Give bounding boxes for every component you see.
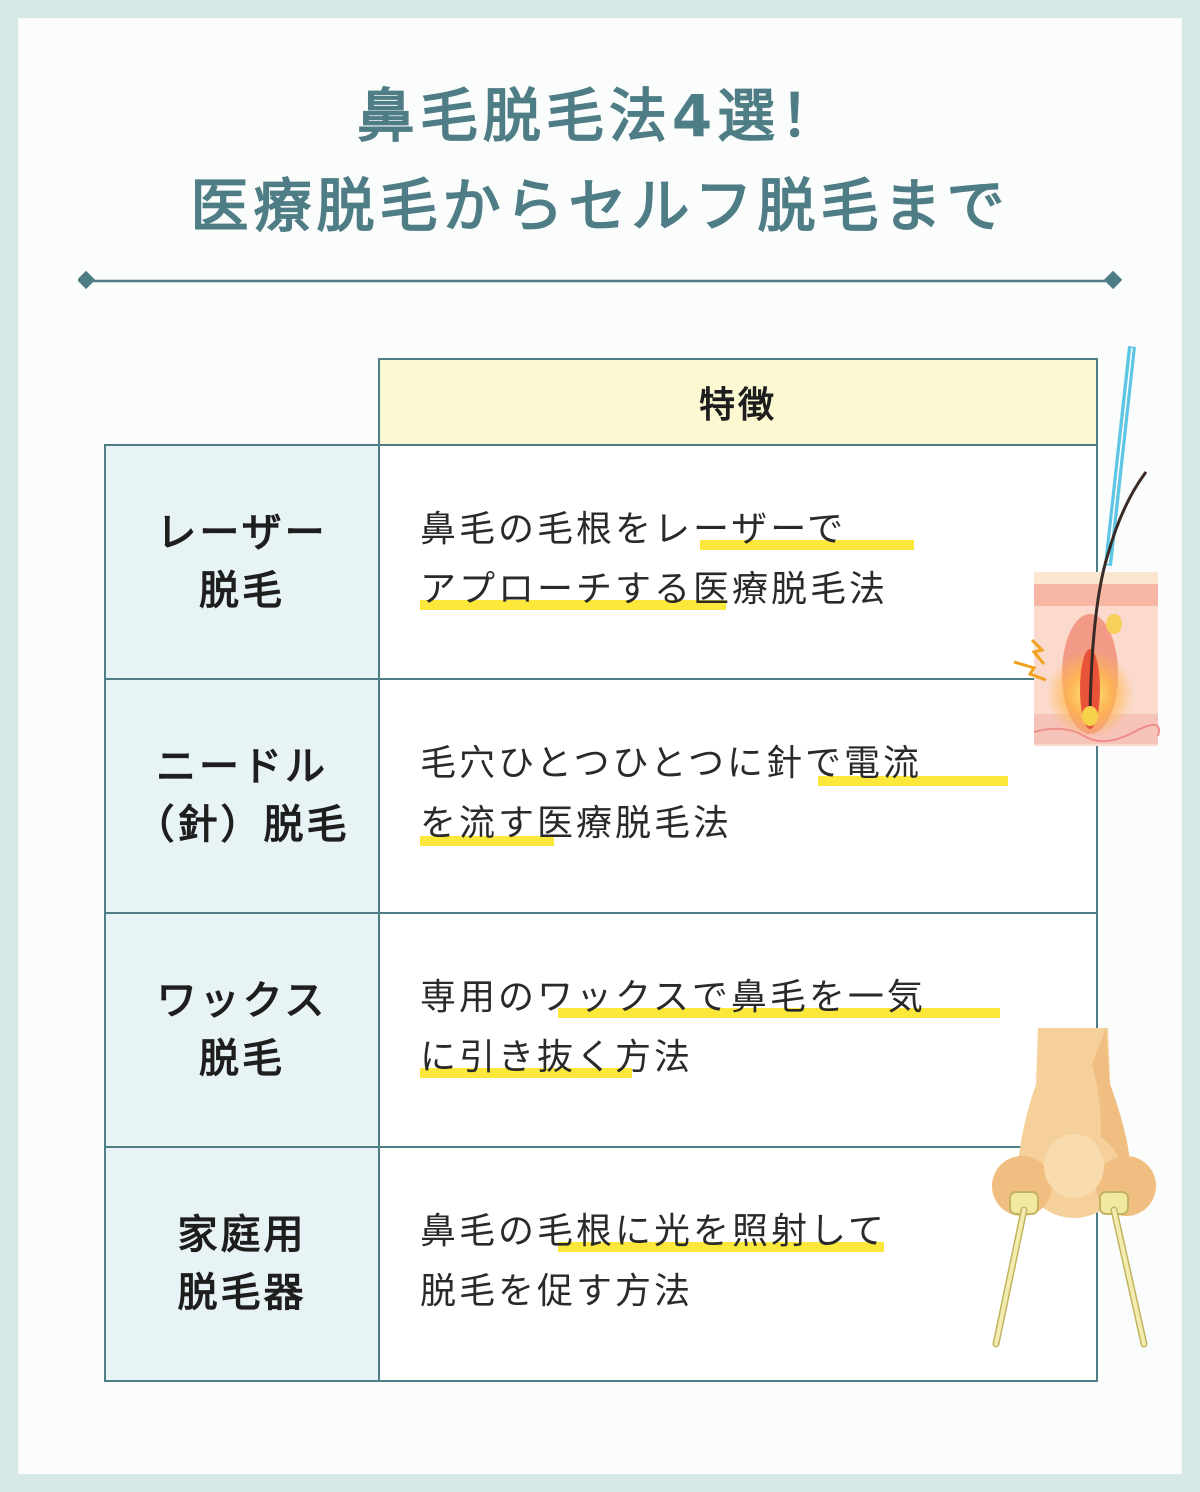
highlight-marker bbox=[558, 1008, 1000, 1018]
row-desc-laser bbox=[378, 444, 1098, 680]
row-label-line-2: 脱毛 bbox=[199, 568, 285, 614]
row-desc-line-1: 鼻毛の毛根をレーザーで bbox=[420, 509, 847, 550]
row-label-line-2: 脱毛 bbox=[199, 1036, 285, 1082]
row-desc-line-2: 脱毛を促す方法 bbox=[420, 1271, 694, 1312]
row-label-home-device: 家庭用 脱毛器 bbox=[104, 1146, 380, 1382]
highlight-marker bbox=[420, 836, 554, 846]
highlight-marker bbox=[700, 540, 914, 550]
row-desc-line-1: 鼻毛の毛根に光を照射して bbox=[420, 1211, 887, 1252]
row-label-line-1: 家庭用 bbox=[177, 1212, 307, 1258]
laser-skin-illustration bbox=[1013, 346, 1160, 746]
row-label-line-1: レーザー bbox=[156, 510, 328, 556]
title-divider bbox=[78, 270, 1123, 290]
highlight-marker bbox=[420, 1068, 632, 1078]
row-desc-line-2: に引き抜く方法 bbox=[420, 1037, 694, 1078]
row-label-line-1: ワックス bbox=[156, 978, 328, 1024]
row-desc-line-2: を流す医療脱毛法 bbox=[420, 803, 733, 844]
row-desc-line-1: 専用のワックスで鼻毛を一気 bbox=[420, 977, 926, 1018]
highlight-marker bbox=[558, 1242, 884, 1252]
nose-wax-illustration bbox=[992, 1028, 1156, 1348]
row-desc-wax bbox=[378, 912, 1098, 1148]
row-label-line-1: ニードル bbox=[156, 744, 328, 790]
table-header-features: 特徴 bbox=[378, 358, 1098, 446]
highlight-marker bbox=[420, 600, 726, 610]
title-line-1: 鼻毛脱毛法4選！ bbox=[356, 82, 844, 150]
row-label-needle: ニードル （針）脱毛 bbox=[104, 678, 380, 914]
highlight-marker bbox=[818, 776, 1008, 786]
row-label-line-2: （針）脱毛 bbox=[134, 802, 350, 848]
row-desc-needle bbox=[378, 678, 1098, 914]
row-desc-home-device bbox=[378, 1146, 1098, 1382]
row-label-laser: レーザー 脱毛 bbox=[104, 444, 380, 680]
row-desc-line-1: 毛穴ひとつひとつに針で電流 bbox=[420, 743, 922, 784]
row-label-wax: ワックス 脱毛 bbox=[104, 912, 380, 1148]
title-line-2: 医療脱毛からセルフ脱毛まで bbox=[190, 172, 1010, 240]
row-desc-line-2: アプローチする医療脱毛法 bbox=[420, 569, 889, 610]
row-label-line-2: 脱毛器 bbox=[177, 1270, 307, 1316]
